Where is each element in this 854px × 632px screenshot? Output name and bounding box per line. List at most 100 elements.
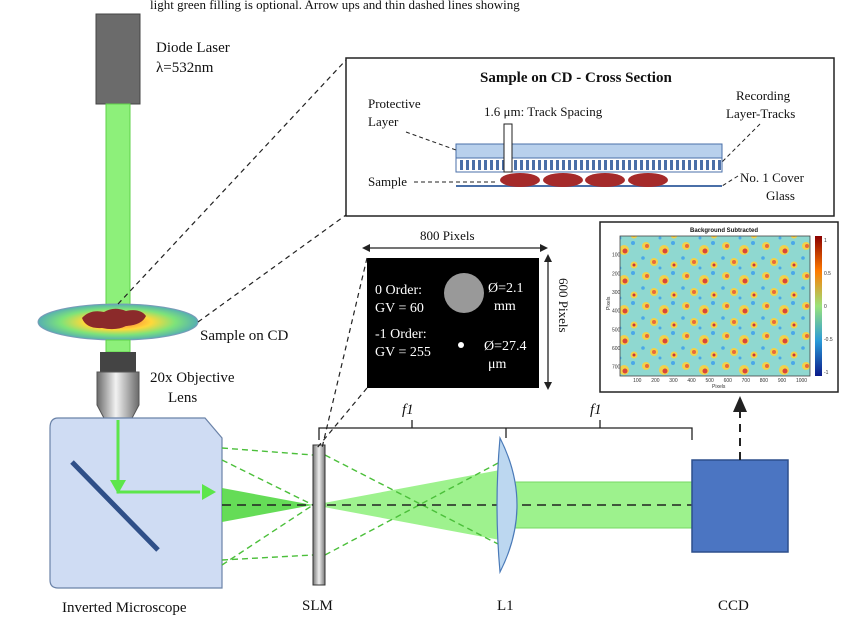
slm-device: [312, 444, 326, 586]
zero-diameter-label-1: Ø=2.1: [488, 281, 524, 296]
track-groove: [574, 160, 577, 170]
track-groove: [472, 160, 475, 170]
track-groove: [580, 160, 583, 170]
outer-ray-6: [324, 461, 501, 556]
ccd-x-tick: 700: [742, 378, 751, 384]
track-groove: [550, 160, 553, 170]
protective-layer-label-1: Protective: [368, 96, 421, 111]
recording-layer-leader: [721, 123, 761, 163]
track-groove: [700, 160, 703, 170]
ccd-label: CCD: [718, 598, 749, 614]
ccd-colorbar-ticks: 1 0.5 0 -0.5 -1: [824, 238, 833, 376]
ccd-y-tick: 100: [612, 253, 621, 259]
pattern-leader-2: [321, 257, 368, 449]
outer-ray-3: [221, 447, 314, 456]
sample-cell-1: [500, 173, 540, 187]
ccd-x-tick: 100: [633, 378, 642, 384]
ccd-arrow-head: [733, 396, 747, 412]
objective-lens: [96, 371, 140, 421]
ccd-x-tick: 600: [724, 378, 733, 384]
zero-order-disc: [444, 273, 484, 313]
laser-wavelength: λ=532nm: [156, 60, 214, 76]
track-groove: [544, 160, 547, 170]
track-groove: [676, 160, 679, 170]
track-groove: [718, 160, 721, 170]
track-groove: [460, 160, 463, 170]
ccd-y-tick: 200: [612, 271, 621, 277]
beam-arrow-down: [110, 480, 126, 494]
cover-glass-leader: [721, 175, 739, 187]
laser-beam: [105, 103, 131, 320]
ccd-x-label: Pixels: [712, 384, 726, 390]
ccd-colorbar-tick: 0: [824, 304, 827, 310]
track-groove: [688, 160, 691, 170]
ccd-colorbar-tick: 0.5: [824, 271, 831, 277]
outer-ray-4: [221, 554, 314, 561]
zero-order-label-1: 0 Order:: [375, 283, 422, 298]
ccd-camera: [691, 459, 789, 553]
track-groove: [568, 160, 571, 170]
track-groove: [526, 160, 529, 170]
track-groove: [622, 160, 625, 170]
track-groove: [490, 160, 493, 170]
track-spacing-label: 1.6 μm: Track Spacing: [484, 104, 603, 119]
track-groove: [658, 160, 661, 170]
track-spacing-marker: [503, 123, 513, 173]
ccd-x-tick: 300: [669, 378, 678, 384]
pattern-width-label: 800 Pixels: [420, 228, 475, 243]
ccd-y-tick: 700: [612, 365, 621, 371]
track-groove: [652, 160, 655, 170]
beam-below-cd: [105, 339, 131, 353]
ccd-y-label: Pixels: [606, 296, 612, 310]
laser-name: Diode Laser: [156, 40, 230, 56]
lens-l1: [496, 435, 518, 575]
ccd-colorbar-tick: -1: [824, 370, 829, 376]
outer-ray-2: [221, 504, 314, 566]
beam-arrow-right: [202, 484, 216, 500]
ccd-x-tick: 900: [778, 378, 787, 384]
microscope-body: [49, 417, 223, 589]
outer-ray-5: [324, 454, 501, 546]
sample-blob: [82, 308, 146, 330]
track-groove: [634, 160, 637, 170]
track-groove: [538, 160, 541, 170]
track-groove: [640, 160, 643, 170]
ccd-x-tick: 400: [687, 378, 696, 384]
track-groove: [682, 160, 685, 170]
minus-order-label-2: GV = 255: [375, 345, 431, 360]
track-groove: [496, 160, 499, 170]
ccd-colorbar-tick: 1: [824, 238, 827, 244]
microscope-mirror: [70, 460, 160, 552]
ccd-heatmap: [619, 235, 811, 377]
ccd-y-tick: 400: [612, 309, 621, 315]
track-groove: [604, 160, 607, 170]
recording-layer-label-1: Recording: [736, 88, 791, 103]
sample-cell-4: [628, 173, 668, 187]
sample-cell-2: [543, 173, 583, 187]
track-groove: [694, 160, 697, 170]
ccd-colorbar: [815, 236, 822, 376]
cover-glass-label-2: Glass: [766, 188, 795, 203]
protective-layer: [455, 143, 723, 159]
slm-label: SLM: [302, 598, 333, 614]
ccd-x-tick: 200: [651, 378, 660, 384]
ccd-y-tick: 600: [612, 346, 621, 352]
focal-label-2: f1: [590, 402, 602, 418]
ccd-image-title: Background Subtracted: [690, 228, 758, 234]
track-groove: [664, 160, 667, 170]
ccd-colorbar-tick: -0.5: [824, 337, 833, 343]
cross-section-title: Sample on CD - Cross Section: [480, 70, 672, 86]
ccd-x-tick: 500: [705, 378, 714, 384]
ccd-y-tick: 300: [612, 290, 621, 296]
outer-ray-1: [221, 459, 314, 506]
width-arrow-left: [362, 244, 370, 252]
track-groove: [616, 160, 619, 170]
objective-top: [100, 352, 136, 372]
lens-label: L1: [497, 598, 514, 614]
track-groove: [706, 160, 709, 170]
width-arrow-right: [540, 244, 548, 252]
zero-order-label-2: GV = 60: [375, 301, 424, 316]
